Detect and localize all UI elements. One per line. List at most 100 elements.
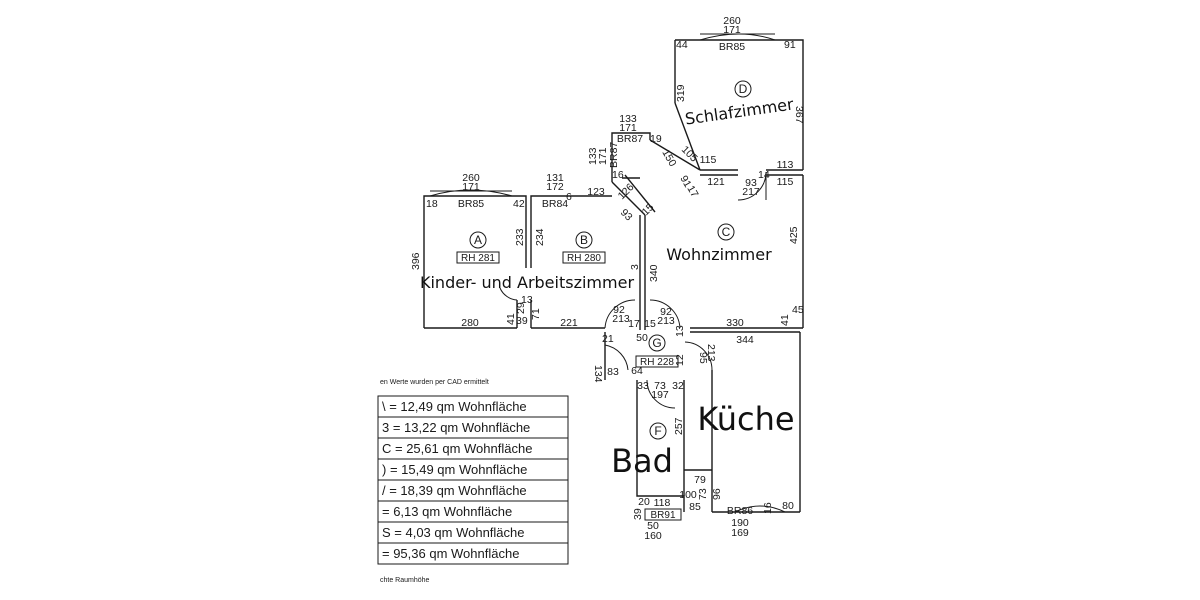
- room-a-dim-39: 39: [516, 315, 528, 327]
- room-g-door-kitchen-arc: [684, 341, 713, 371]
- room-d-marker: [734, 80, 752, 98]
- room-b-marker: [575, 231, 593, 249]
- table-row-a: \ = 12,49 qm Wohnfläche: [382, 399, 527, 414]
- room-b-dim-123: 123: [587, 186, 605, 198]
- room-b-dim-3: 3: [629, 264, 641, 270]
- room-c-dim-41: 41: [779, 314, 791, 326]
- room-b-dim-340: 340: [648, 264, 660, 282]
- room-b-dim-131: 131: [546, 172, 564, 184]
- room-g-dim-12: 12: [674, 354, 686, 366]
- room-b-dim-221: 221: [560, 317, 578, 329]
- room-f-dim-257: 257: [673, 417, 685, 435]
- room-g-dim-134: 134: [592, 365, 604, 383]
- table-row-e: / = 18,39 qm Wohnfläche: [382, 483, 527, 498]
- br87-dim-93: 93: [618, 207, 635, 224]
- room-g-rh: RH 228: [640, 357, 674, 368]
- room-e-dim-190: 190: [731, 517, 749, 529]
- room-d-dim-91: 91: [784, 39, 796, 51]
- br87-dim-19: 19: [650, 133, 662, 145]
- room-g-dim-17: 17: [628, 318, 640, 330]
- room-g-dim-213a: 213: [612, 313, 630, 325]
- room-e-dim-85: 85: [689, 501, 701, 513]
- room-d-wall-top-right: [675, 39, 804, 170]
- room-g-door-right-arc: [649, 299, 681, 329]
- room-g-dim-95: 95: [697, 352, 709, 364]
- room-a-letter: A: [474, 233, 482, 247]
- room-a-dim-396: 396: [410, 252, 422, 270]
- room-c-dim-425: 425: [788, 226, 800, 244]
- room-b-window: BR84: [542, 198, 568, 210]
- room-g-dim-64: 64: [631, 365, 643, 377]
- room-f-dim-32: 32: [672, 380, 684, 392]
- room-g-marker: [648, 334, 666, 352]
- room-a-marker: [469, 231, 487, 249]
- room-g-dim-50: 50: [636, 332, 648, 344]
- room-d-letter: D: [739, 82, 748, 96]
- room-g-dim-92b: 92: [660, 306, 672, 318]
- br87-dim-15: 15: [640, 201, 657, 218]
- table-row-d: ) = 15,49 qm Wohnfläche: [382, 462, 527, 477]
- room-e-dim-96: 96: [711, 488, 723, 500]
- room-a-dim-171: 171: [462, 181, 480, 193]
- br87-wall-diag-upper: [649, 139, 701, 171]
- room-c-dim-330: 330: [726, 317, 744, 329]
- room-f: 33 73 32 197 F 257 Bad 20 118 39 BR91 50…: [611, 379, 685, 542]
- room-g-rh-box: [635, 355, 679, 368]
- room-b-dim-172: 172: [546, 181, 564, 193]
- room-d-wall-diag: [674, 102, 701, 171]
- table-row-c: C = 25,61 qm Wohnfläche: [382, 441, 532, 456]
- room-g-door-bath-arc: [604, 344, 629, 371]
- table-row-total: = 95,36 qm Wohnfläche: [382, 546, 519, 561]
- corridor-br87: 133 171 BR87 19 133 171 BR87 150 105 91 …: [587, 113, 701, 224]
- room-g-dim-213b: 213: [657, 315, 675, 327]
- room-e-dim-80: 80: [782, 500, 794, 512]
- room-d-window: BR85: [719, 41, 745, 53]
- room-e-label: Küche: [697, 400, 794, 438]
- room-a-window: BR85: [458, 198, 484, 210]
- room-c-label: Wohnzimmer: [666, 245, 772, 264]
- room-f-letter: F: [654, 424, 661, 438]
- room-a-dim-41: 41: [505, 313, 517, 325]
- table-note-bottom: chte Raumhöhe: [380, 577, 430, 584]
- room-f-door-arc: [646, 379, 676, 409]
- room-g-letter: G: [652, 336, 661, 350]
- room-d-dim-260: 260: [723, 15, 741, 27]
- room-d-dim-44: 44: [676, 39, 688, 51]
- room-a-walls: [423, 195, 527, 328]
- room-a-dim-18: 18: [426, 198, 438, 210]
- table-row-g: S = 4,03 qm Wohnfläche: [382, 525, 525, 540]
- room-e-dim-16: 16: [762, 502, 774, 514]
- room-a-rh-box: [456, 251, 500, 264]
- room-d-dim-171: 171: [723, 24, 741, 36]
- room-a: 260 171 BR85 18 42 233 396 A RH 281 280 …: [410, 172, 533, 329]
- room-f-window-box: [644, 508, 682, 521]
- room-a-window-bay: [429, 189, 513, 197]
- br87-dim-126: 126: [616, 181, 637, 202]
- room-d-dim-367: 367: [793, 106, 805, 124]
- room-d: D 260 171 BR85 44 91 319 367 Schlafzimme…: [674, 15, 805, 171]
- room-a-door-arc: [499, 287, 518, 301]
- room-a-dim-29: 29: [515, 302, 527, 314]
- room-f-walls: [636, 380, 685, 512]
- area-table: en Werte wurden per CAD ermittelt \ = 12…: [377, 379, 569, 584]
- room-a-dim-280: 280: [461, 317, 479, 329]
- room-d-dim-319: 319: [675, 84, 687, 102]
- room-g-dim-344: 344: [736, 334, 754, 346]
- room-f-dim-20: 20: [638, 496, 650, 508]
- room-e-dim-79: 79: [694, 474, 706, 486]
- br87-dim-16: 16: [612, 169, 624, 181]
- room-c-dim-14: 14: [758, 169, 770, 181]
- room-c: 121 115 93 217 14 17 C Wohnzimmer 425 45…: [666, 169, 804, 329]
- room-b: 131 172 123 BR84 6 234 B RH 280 3 221 71…: [530, 172, 660, 329]
- room-a-dim-42: 42: [513, 198, 525, 210]
- room-c-letter: C: [722, 225, 731, 239]
- room-f-dim-39: 39: [632, 508, 644, 520]
- br87-dim-171b: 171: [597, 147, 609, 165]
- table-row-b: 3 = 13,22 qm Wohnfläche: [382, 420, 530, 435]
- br87-wall-diag-lower-2: [624, 174, 656, 213]
- br87-dim-150: 150: [659, 148, 678, 169]
- room-c-marker: [717, 223, 735, 241]
- room-e-dim-169: 169: [731, 527, 749, 539]
- room-b-walls: [530, 195, 612, 268]
